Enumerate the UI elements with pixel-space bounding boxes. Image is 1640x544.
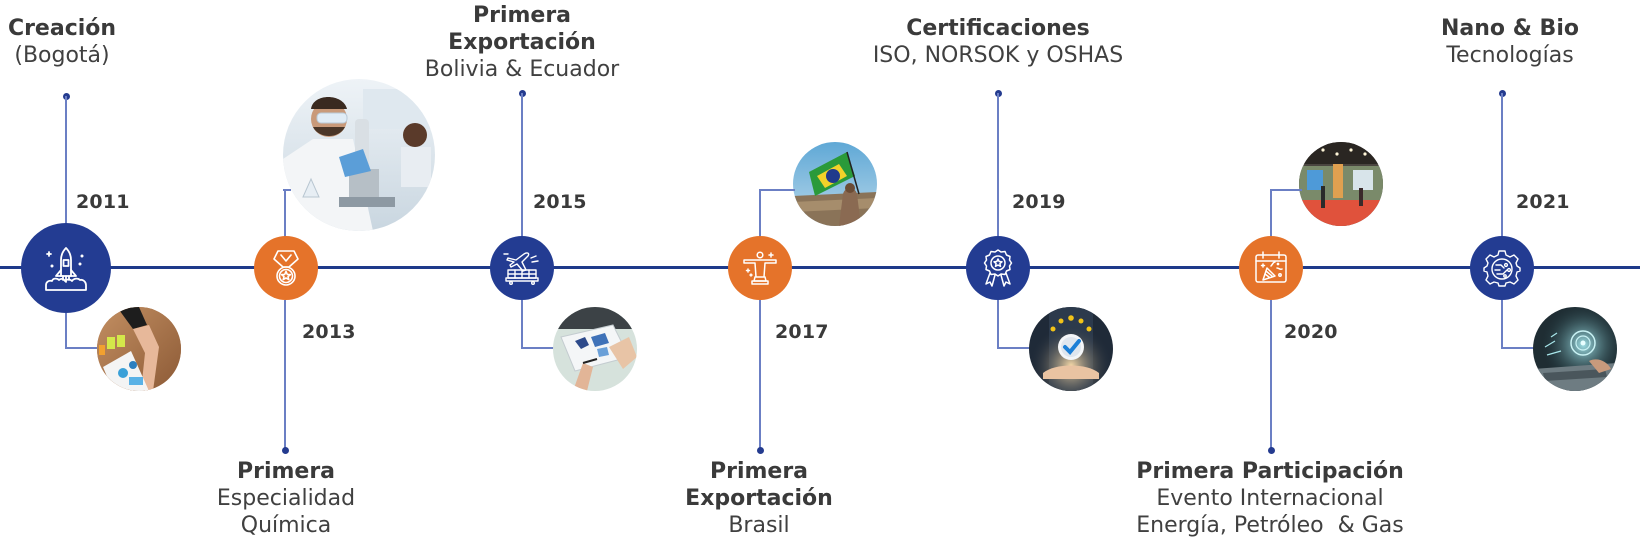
tech-laptop-photo: [1533, 307, 1617, 391]
connector-dot: [1268, 447, 1275, 454]
timeline-axis: [0, 266, 1640, 269]
brazil-flag-photo: [793, 142, 877, 226]
milestone-label: Primera Participación Evento Internacion…: [1110, 458, 1430, 539]
medal-icon: [273, 250, 299, 286]
milestone-label: Nano & Bio Tecnologías: [1420, 15, 1600, 69]
milestone-label: Creación (Bogotá): [0, 15, 124, 69]
milestone-title: Primera: [472, 3, 572, 28]
connector-line: [759, 189, 761, 237]
connector-line: [521, 300, 523, 349]
airplane-cargo-icon: [503, 252, 539, 286]
milestone-title: Creación: [7, 16, 117, 41]
milestone-node: [1470, 236, 1534, 300]
milestone-label: Primera Especialidad Química: [186, 458, 386, 539]
quality-certification-photo: [1029, 307, 1113, 391]
milestone-node: [1239, 236, 1303, 300]
connector-line: [284, 189, 286, 237]
milestone-subtitle: Bolivia & Ecuador: [424, 57, 620, 82]
milestone-title: Certificaciones: [906, 16, 1090, 41]
connector-line: [1501, 300, 1503, 349]
connector-line: [1501, 93, 1503, 238]
milestone-year: 2019: [1012, 191, 1066, 213]
connector-line: [1270, 189, 1272, 237]
milestone-node: [254, 236, 318, 300]
milestone-title: Exportación: [448, 30, 596, 55]
milestone-node: [21, 223, 111, 313]
milestone-year: 2013: [302, 321, 356, 343]
christ-redeemer-icon: [743, 251, 777, 285]
milestone-year: 2011: [76, 191, 130, 213]
connector-line: [997, 300, 999, 349]
connector-line: [1270, 300, 1272, 450]
handshake-business-photo: [97, 307, 181, 391]
award-ribbon-icon: [983, 249, 1013, 287]
milestone-subtitle: Brasil: [728, 513, 790, 538]
milestone-subtitle: ISO, NORSOK y OSHAS: [872, 43, 1124, 68]
connector-line: [283, 189, 291, 191]
connector-line: [997, 93, 999, 238]
milestone-subtitle: Evento Internacional: [1156, 486, 1384, 511]
milestone-node: [490, 236, 554, 300]
connector-line: [1270, 189, 1302, 191]
connector-line: [759, 300, 761, 450]
gear-circuit-icon: [1483, 250, 1521, 287]
milestone-label: Certificaciones ISO, NORSOK y OSHAS: [850, 15, 1146, 69]
milestone-subtitle: Tecnologías: [1446, 43, 1574, 68]
milestone-subtitle: Especialidad: [216, 486, 356, 511]
milestone-year: 2017: [775, 321, 829, 343]
milestone-node: [728, 236, 792, 300]
milestone-label: Primera Exportación Bolivia & Ecuador: [402, 2, 642, 83]
connector-dot: [757, 447, 764, 454]
milestone-subtitle: Química: [240, 513, 332, 538]
milestone-subtitle: (Bogotá): [14, 43, 110, 68]
connector-line: [1501, 347, 1537, 349]
milestone-label: Primera Exportación Brasil: [659, 458, 859, 539]
milestone-year: 2020: [1284, 321, 1338, 343]
connector-line: [65, 96, 67, 226]
trade-fair-photo: [1299, 142, 1383, 226]
milestone-title: Primera: [236, 459, 336, 484]
connector-dot: [282, 447, 289, 454]
rocket-launch-icon: [45, 247, 87, 291]
connector-line: [521, 93, 523, 238]
milestone-subtitle: Energía, Petróleo & Gas: [1136, 513, 1404, 538]
connector-line: [759, 189, 795, 191]
connector-line: [521, 347, 557, 349]
milestone-node: [966, 236, 1030, 300]
connector-line: [997, 347, 1031, 349]
milestone-year: 2015: [533, 191, 587, 213]
calendar-celebration-icon: [1255, 251, 1287, 283]
milestone-year: 2021: [1516, 191, 1570, 213]
lab-scientist-microscope-photo: [283, 79, 435, 231]
milestone-title: Exportación: [685, 486, 833, 511]
milestone-title: Primera: [709, 459, 809, 484]
tablet-world-map-photo: [553, 307, 637, 391]
milestone-title: Primera Participación: [1136, 459, 1404, 484]
connector-line: [65, 313, 67, 349]
connector-line: [65, 347, 99, 349]
connector-line: [284, 300, 286, 450]
milestone-title: Nano & Bio: [1441, 16, 1579, 41]
